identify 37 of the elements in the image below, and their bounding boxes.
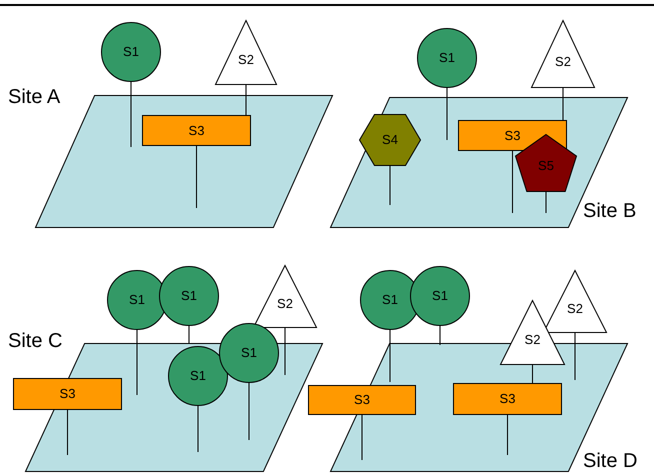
species-label: S3	[504, 128, 522, 142]
stem-line	[188, 326, 190, 344]
species-label: S1	[189, 368, 207, 383]
site-label: Site D	[583, 450, 638, 473]
species-label: S3	[58, 386, 76, 401]
stem-line	[512, 150, 513, 214]
stem-line	[284, 328, 286, 376]
species-label: S4	[381, 132, 399, 147]
species-label: S2	[554, 54, 572, 70]
species-label: S2	[566, 301, 584, 316]
species-label: S2	[276, 296, 294, 312]
stem-line	[507, 414, 508, 456]
species-label: S1	[438, 50, 456, 65]
stem-line	[574, 332, 576, 380]
species-label: S1	[180, 288, 198, 303]
stem-line	[136, 330, 138, 396]
stem-line	[67, 410, 68, 456]
stem-line	[532, 364, 533, 384]
stem-line	[562, 88, 564, 120]
species-label: S5	[537, 158, 555, 173]
species-label: S2	[237, 52, 255, 68]
site-label: Site C	[8, 330, 62, 353]
species-label: S1	[381, 292, 399, 307]
stem-line	[130, 82, 132, 148]
species-label: S3	[353, 392, 371, 407]
stem-line	[196, 146, 197, 208]
stem-line	[248, 382, 250, 440]
species-label: S1	[240, 345, 258, 360]
stem-line	[446, 88, 448, 140]
site-label: Site B	[583, 200, 636, 223]
species-label: S1	[122, 44, 140, 59]
species-label: S3	[188, 122, 206, 138]
species-label: S3	[498, 391, 516, 406]
species-label: S2	[524, 332, 542, 348]
site-label: Site A	[8, 86, 60, 109]
species-label: S1	[431, 288, 449, 303]
species-label: S1	[128, 292, 146, 307]
